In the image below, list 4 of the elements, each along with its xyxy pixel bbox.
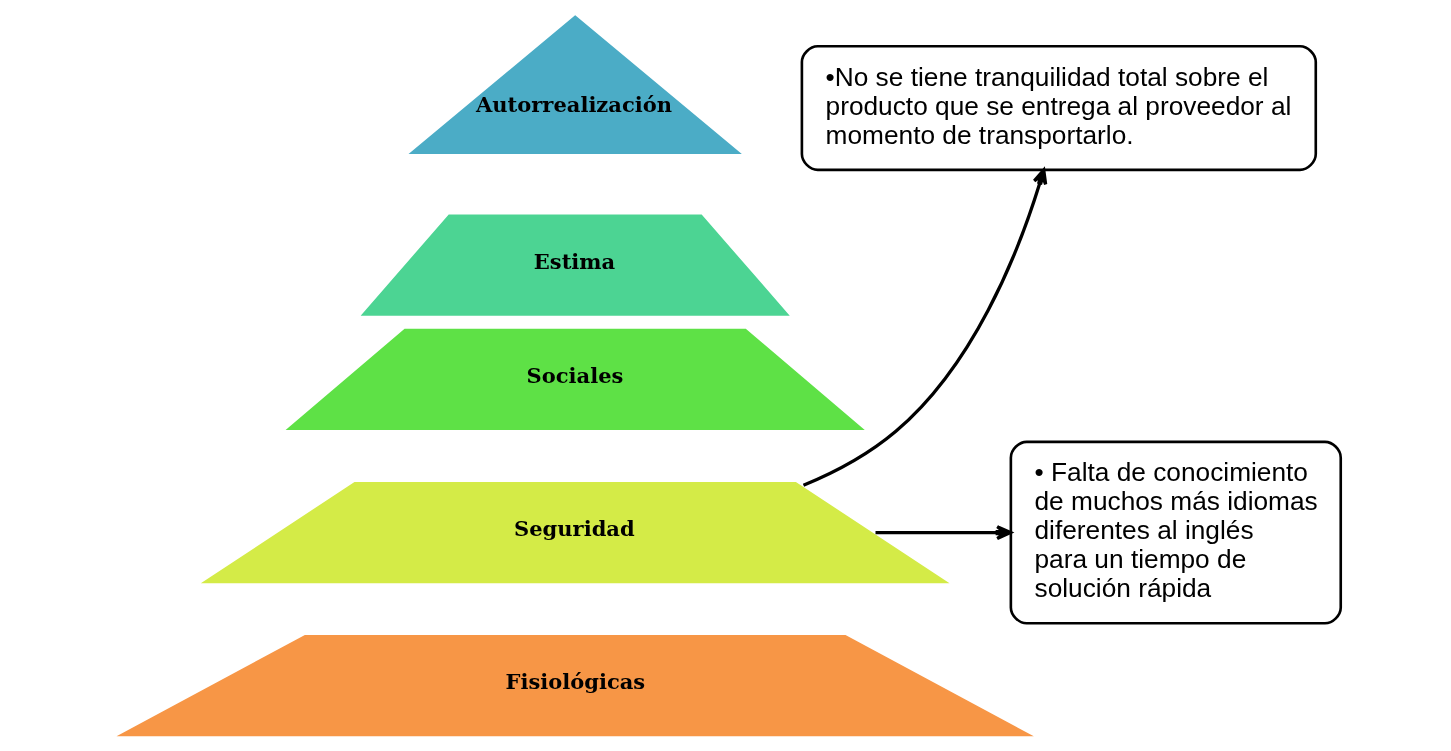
arrow bbox=[875, 525, 1012, 541]
node-box: • Falta de conocimiento de muchos más idiomas diferentes al inglés para un tiempo de solución rápida bbox=[1009, 440, 1342, 625]
arrow bbox=[802, 168, 1047, 487]
node-box: •No se tiene tranquilidad total sobre el producto que se entrega al proveedor al momento de transportarlo. bbox=[800, 44, 1317, 172]
